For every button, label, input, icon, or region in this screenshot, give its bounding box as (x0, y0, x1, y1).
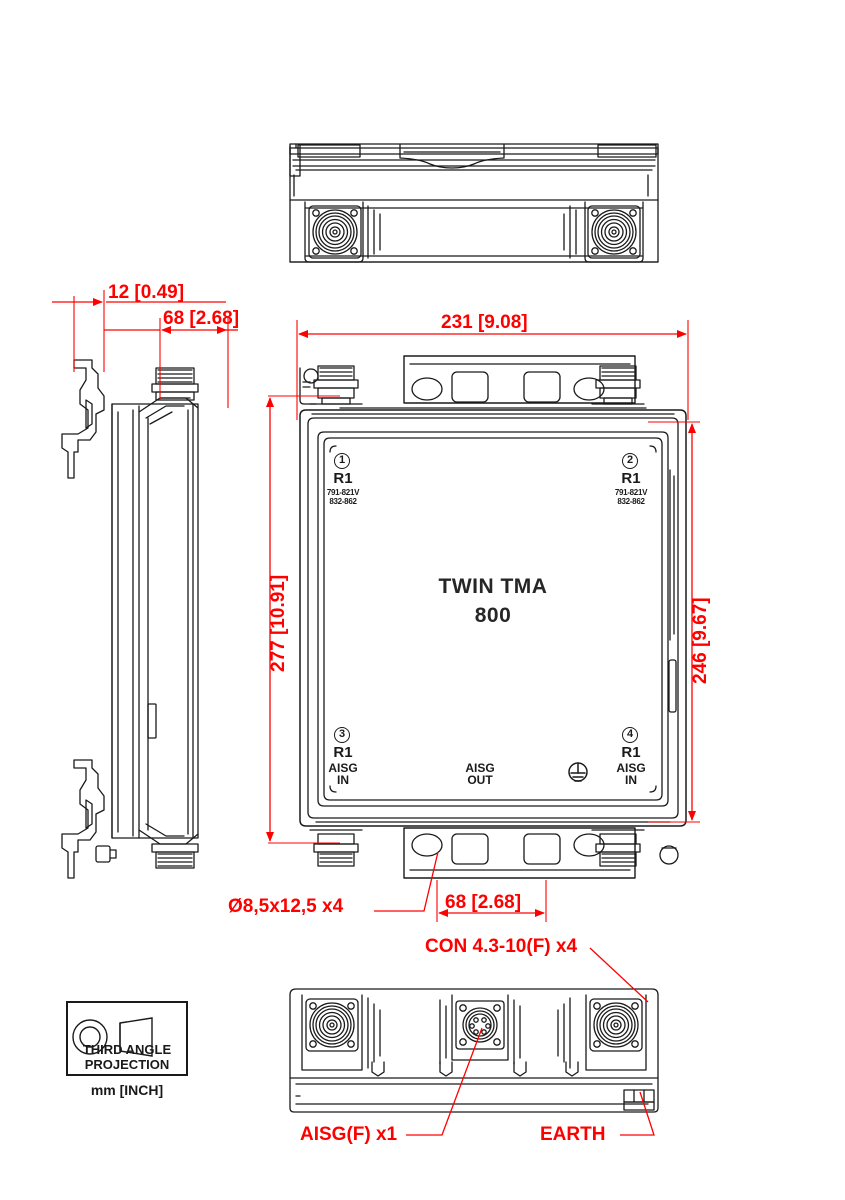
view-bottom (289, 988, 659, 1113)
bottom-connector-right (589, 998, 643, 1052)
view-side-left (61, 359, 199, 879)
bottom-connector-left (305, 998, 359, 1052)
port-3-sub-line2: IN (337, 773, 349, 787)
connector-top-left (308, 205, 362, 259)
callout-aisg-connector: AISG(F) x1 (300, 1124, 398, 1145)
front-connector-bottom-left (309, 829, 363, 867)
port-2-sub-line2: 832-862 (617, 497, 645, 506)
port-1-sub-line1: 791-821V (326, 488, 360, 497)
callout-coax-connectors: CON 4.3-10(F) x4 (425, 936, 578, 957)
connector-top-right (587, 205, 641, 259)
front-connector-bottom-right (591, 829, 645, 867)
dim-depth-bracket: 12 [0.49] (108, 282, 185, 303)
port-3-sub-line1: AISG (328, 761, 358, 775)
aisg-out-line1: AISG (465, 761, 495, 775)
port-1-sub-line2: 832-862 (329, 497, 357, 506)
callout-earth-lug: EARTH (540, 1124, 606, 1145)
port-1-label: R1 (333, 470, 353, 487)
port-2-label: R1 (621, 470, 641, 487)
projection-caption-line2: PROJECTION (84, 1056, 170, 1072)
bottom-connector-aisg-center (455, 1000, 505, 1050)
projection-caption: THIRD ANGLE PROJECTION (66, 1042, 188, 1073)
earth-symbol-face (568, 762, 588, 782)
port-2-number: 2 (622, 453, 638, 469)
view-top (289, 143, 659, 263)
port-4-sub-line1: AISG (616, 761, 646, 775)
port-1-number: 1 (334, 453, 350, 469)
projection-symbol-icon (72, 1017, 153, 1057)
brand-line2: 800 (474, 604, 512, 627)
port-4-label: R1 (621, 744, 641, 761)
dim-hole-spec: Ø8,5x12,5 x4 (228, 896, 344, 917)
front-connector-top-right (591, 365, 645, 405)
port-2-sub-line1: 791-821V (614, 488, 648, 497)
port-3-label: R1 (333, 744, 353, 761)
dim-hole-spacing: 68 [2.68] (445, 892, 522, 913)
port-4-sub-line2: IN (625, 773, 637, 787)
third-angle-projection-block (66, 1001, 188, 1076)
dim-width-overall: 231 [9.08] (441, 312, 528, 333)
dim-height-body: 246 [9.67] (690, 597, 711, 684)
brand-line1: TWIN TMA (438, 575, 548, 598)
port-3-number: 3 (334, 727, 350, 743)
units-note: mm [INCH] (90, 1082, 164, 1098)
front-connector-top-left (309, 365, 363, 405)
view-front-main (299, 355, 687, 879)
projection-caption-line1: THIRD ANGLE (82, 1042, 172, 1057)
dim-height-overall: 277 [10.91] (268, 574, 289, 672)
dim-depth-body: 68 [2.68] (163, 308, 240, 329)
port-4-number: 4 (622, 727, 638, 743)
aisg-out-line2: OUT (467, 773, 493, 787)
